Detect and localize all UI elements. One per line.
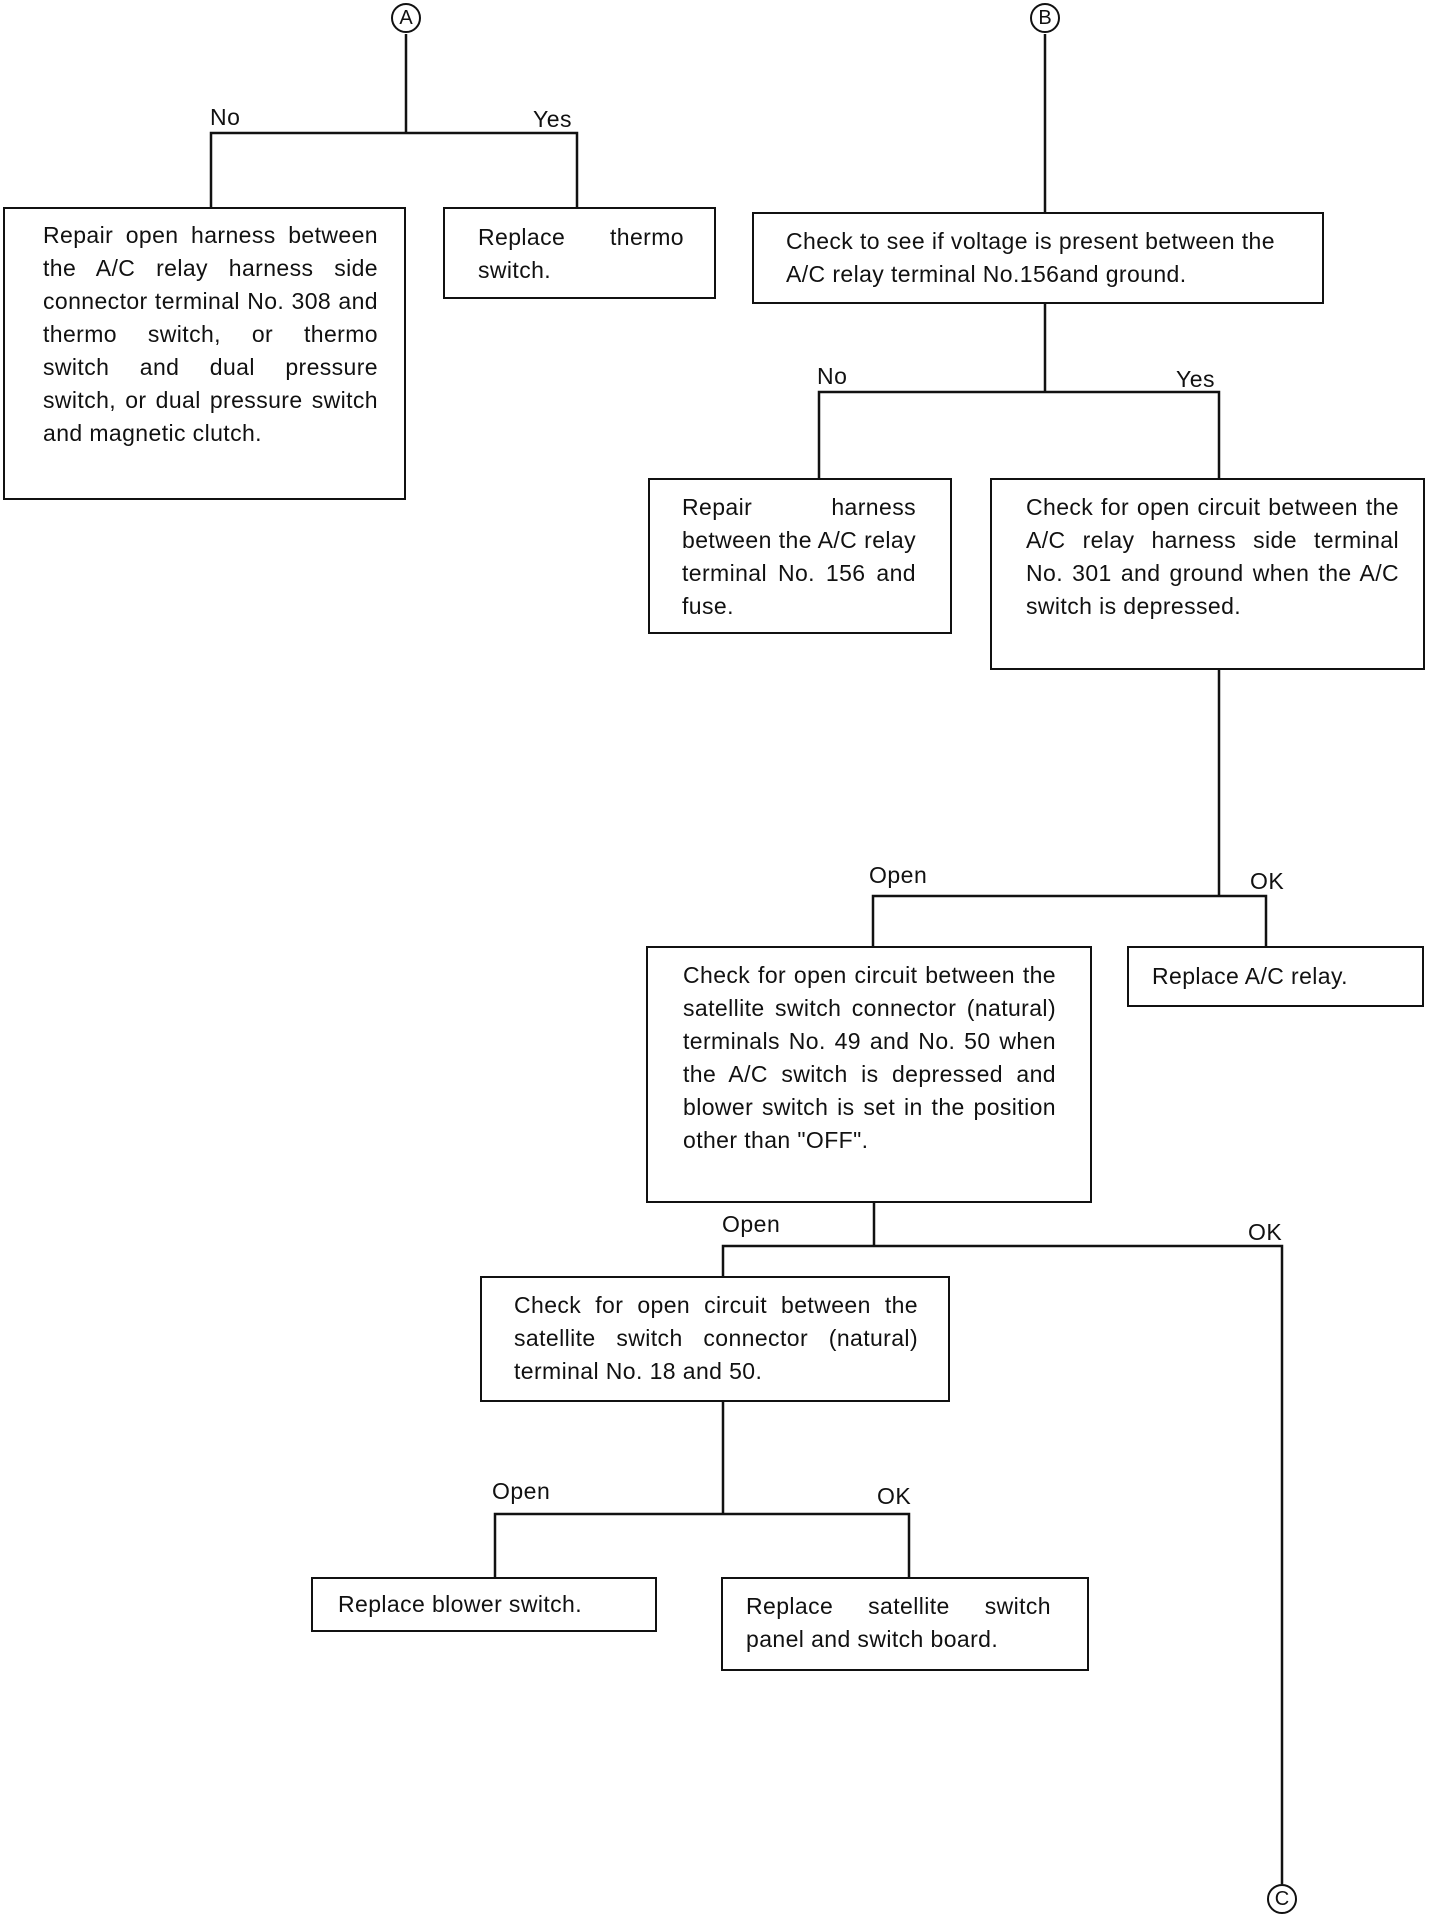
branch-label-satellite-open: Open xyxy=(722,1211,781,1237)
branch-label-18-50-open: Open xyxy=(492,1478,551,1504)
connector-a-label: A xyxy=(399,7,413,29)
box-check-301: Check for open circuit between the A/C r… xyxy=(990,478,1425,670)
box-check-18-50: Check for open circuit between the satel… xyxy=(480,1276,950,1402)
branch-label-a-no: No xyxy=(210,104,241,130)
connector-c-label: C xyxy=(1274,1888,1290,1910)
box-repair-open-harness-text: Repair open harness between the A/C rela… xyxy=(43,222,378,446)
box-replace-thermo-text: Replace thermo switch. xyxy=(478,224,684,283)
box-replace-ac-relay: Replace A/C relay. xyxy=(1127,946,1424,1007)
branch-label-18-50-ok: OK xyxy=(877,1483,912,1509)
box-replace-blower-text: Replace blower switch. xyxy=(338,1591,583,1617)
box-replace-satellite-panel: Replace satellite switch panel and switc… xyxy=(721,1577,1089,1671)
box-check-satellite-49-50: Check for open circuit between the satel… xyxy=(646,946,1092,1203)
branch-label-satellite-ok: OK xyxy=(1248,1219,1283,1245)
box-repair-harness-156: Repair harness between the A/C relay ter… xyxy=(648,478,952,634)
connector-b: B xyxy=(1030,3,1060,33)
branch-label-301-open: Open xyxy=(869,862,928,888)
box-check-301-text: Check for open circuit between the A/C r… xyxy=(1026,494,1399,619)
branch-label-301-ok: OK xyxy=(1250,868,1285,894)
branch-label-b-no: No xyxy=(817,363,848,389)
box-replace-ac-relay-text: Replace A/C relay. xyxy=(1152,963,1348,989)
box-check-voltage: Check to see if voltage is present betwe… xyxy=(752,212,1324,304)
branch-label-a-yes: Yes xyxy=(533,106,573,132)
connector-a: A xyxy=(391,3,421,33)
box-replace-blower: Replace blower switch. xyxy=(311,1577,657,1632)
branch-label-b-yes: Yes xyxy=(1176,366,1216,392)
box-check-satellite-49-50-text: Check for open circuit between the satel… xyxy=(683,962,1056,1153)
box-repair-harness-156-text: Repair harness between the A/C relay ter… xyxy=(682,494,916,619)
box-replace-thermo: Replace thermo switch. xyxy=(443,207,716,299)
connector-c: C xyxy=(1267,1884,1297,1914)
box-repair-open-harness: Repair open harness between the A/C rela… xyxy=(3,207,406,500)
box-check-18-50-text: Check for open circuit between the satel… xyxy=(514,1292,918,1384)
box-replace-satellite-panel-text: Replace satellite switch panel and switc… xyxy=(746,1593,1051,1652)
connector-b-label: B xyxy=(1038,7,1052,29)
box-check-voltage-text: Check to see if voltage is present betwe… xyxy=(786,228,1275,287)
